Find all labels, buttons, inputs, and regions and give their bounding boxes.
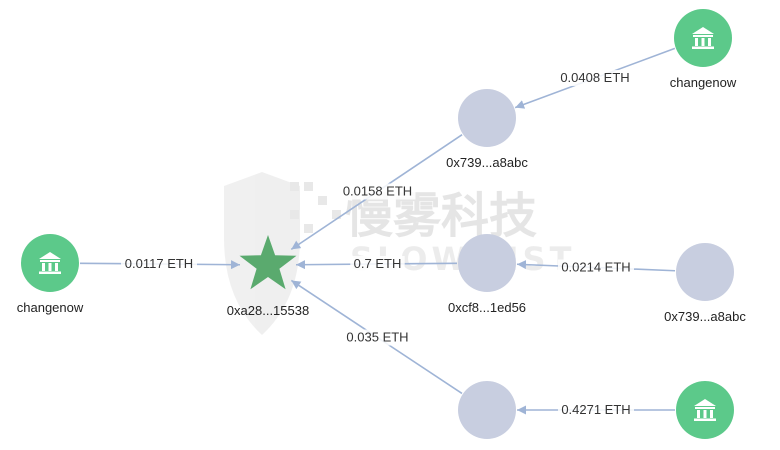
pixel-watermark-icon [290, 182, 341, 233]
edge-e2[interactable]: 0.0158 ETH [290, 134, 463, 251]
address-node-circle [676, 243, 734, 301]
edge-label-bg [121, 256, 197, 272]
node-label: 0xcf8...1ed56 [448, 300, 526, 315]
node-label: 0xa28...15538 [227, 303, 309, 318]
edge-amount-label: 0.0408 ETH [560, 70, 629, 85]
address-node-circle [458, 381, 516, 439]
edge-amount-label: 0.0158 ETH [343, 184, 412, 199]
node-target[interactable]: 0xa28...15538 [227, 235, 309, 318]
edge-e7[interactable]: 0.4271 ETH [517, 402, 675, 418]
address-node-circle [458, 89, 516, 147]
edge-label-bg [350, 256, 405, 272]
edge-e4[interactable]: 0.035 ETH [290, 279, 463, 395]
node-exchange-top-right[interactable]: changenow [670, 9, 737, 90]
edge-label-bg [557, 70, 633, 86]
edge-label-bg [558, 259, 634, 276]
node-label: changenow [670, 75, 737, 90]
node-address-mid-center[interactable]: 0xcf8...1ed56 [448, 234, 526, 315]
edge-label-bg [343, 329, 412, 346]
node-exchange-left[interactable]: changenow [17, 234, 84, 315]
bank-icon [692, 27, 714, 49]
edge-e3[interactable]: 0.7 ETH [295, 256, 458, 272]
edge-e6[interactable]: 0.0214 ETH [516, 259, 676, 276]
node-exchange-bottom-right[interactable] [676, 381, 734, 439]
node-address-mid-bottom[interactable] [458, 381, 516, 439]
bank-icon [694, 399, 716, 421]
node-label: 0x739...a8abc [664, 309, 746, 324]
star-icon [239, 235, 297, 290]
node-address-right-center[interactable]: 0x739...a8abc [664, 243, 746, 324]
nodes: changenow 0xa28...15538 0x739...a8abc 0x… [17, 9, 746, 439]
node-address-mid-top[interactable]: 0x739...a8abc [446, 89, 528, 170]
edge-amount-label: 0.7 ETH [354, 256, 402, 271]
node-label: 0x739...a8abc [446, 155, 528, 170]
edge-label-bg [339, 183, 416, 200]
edge-e5[interactable]: 0.0408 ETH [514, 47, 676, 109]
node-label: changenow [17, 300, 84, 315]
edge-amount-label: 0.035 ETH [346, 330, 408, 345]
edge-amount-label: 0.0117 ETH [125, 256, 193, 271]
edge-label-bg [558, 402, 634, 418]
edge-amount-label: 0.4271 ETH [561, 402, 630, 417]
edges: 0.0117 ETH 0.0158 ETH 0.7 ETH 0.035 ETH … [79, 47, 676, 418]
address-node-circle [458, 234, 516, 292]
edge-e1[interactable]: 0.0117 ETH [79, 256, 241, 272]
bank-icon [39, 252, 61, 274]
edge-amount-label: 0.0214 ETH [561, 260, 630, 275]
